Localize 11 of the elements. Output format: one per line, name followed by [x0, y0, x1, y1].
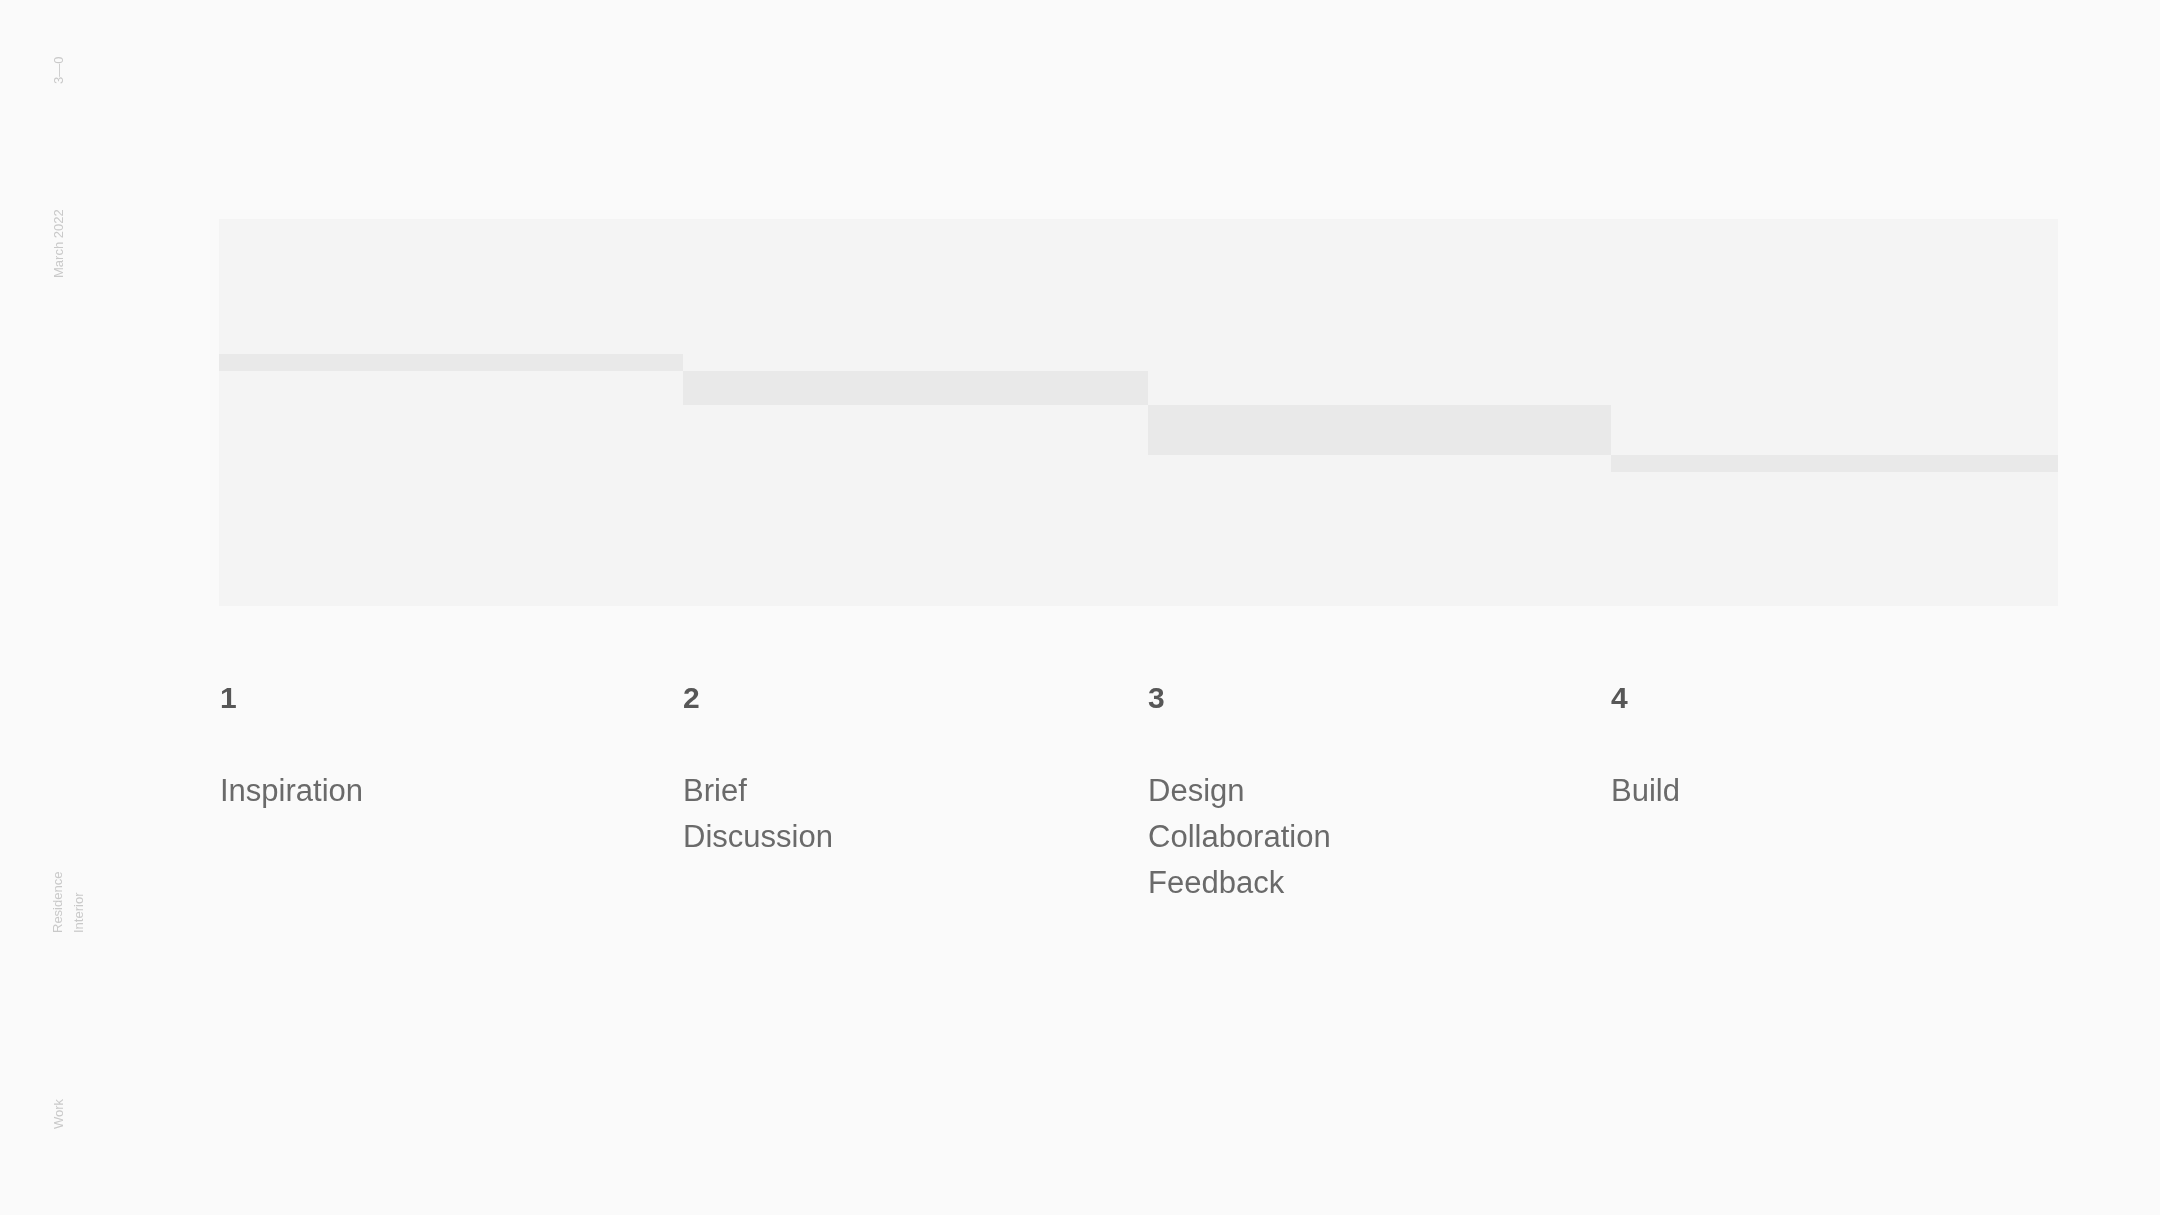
- step-number: 3: [1148, 680, 1165, 716]
- step-label: Design: [1148, 772, 1245, 810]
- step-label: Collaboration: [1148, 818, 1331, 856]
- step-label: Brief: [683, 772, 747, 810]
- step-number: 2: [683, 680, 700, 716]
- step-label: Inspiration: [220, 772, 364, 810]
- step-label: Build: [1611, 772, 1680, 810]
- step-number: 1: [220, 680, 237, 716]
- step-number: 4: [1611, 680, 1628, 716]
- step-label: Discussion: [683, 818, 833, 856]
- step-label: Feedback: [1148, 864, 1285, 902]
